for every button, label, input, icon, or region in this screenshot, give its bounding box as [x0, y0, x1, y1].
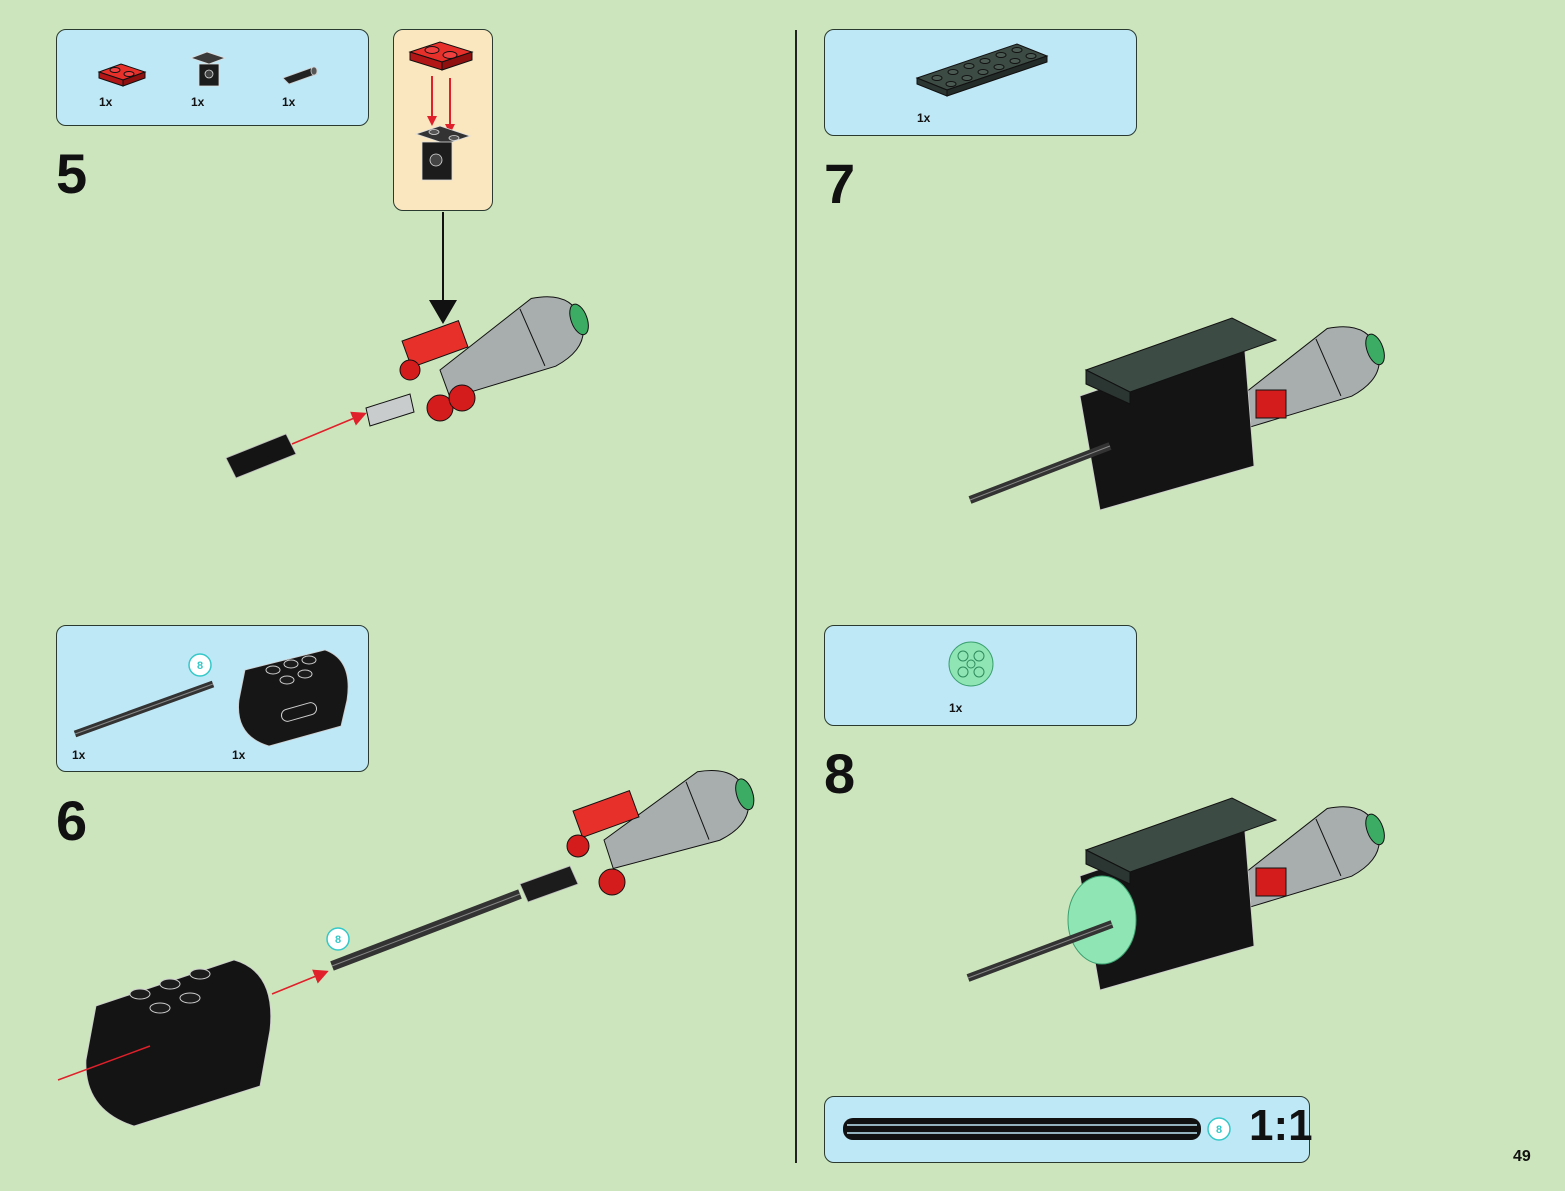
step-8-assembly	[968, 793, 1395, 990]
assembly-badge-label: 8	[335, 934, 341, 946]
insert-arrow	[292, 414, 364, 444]
step-6-assembly: 8	[58, 758, 763, 1126]
step-7-assembly	[970, 313, 1395, 510]
step-5-assembly	[226, 212, 599, 478]
